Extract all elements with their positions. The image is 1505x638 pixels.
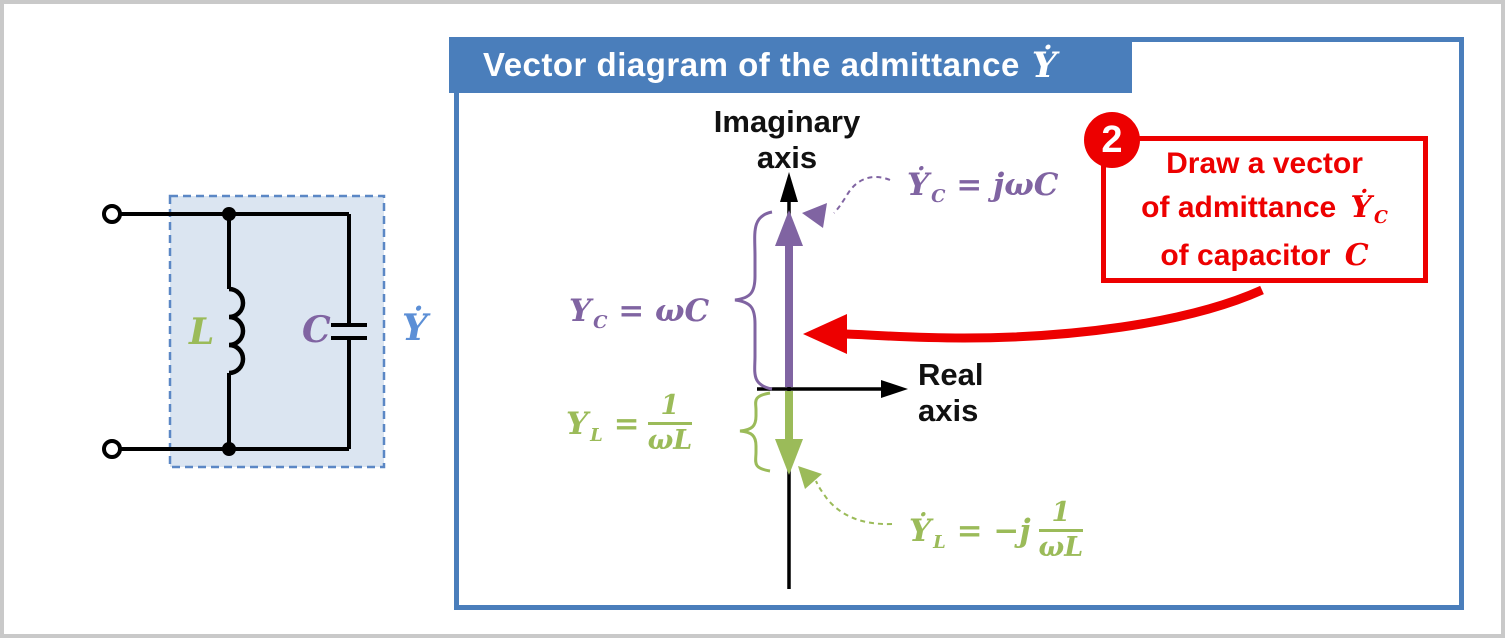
capacitor-label: C [302,309,331,351]
panel-title-bar: Vector diagram of the admittance Ẏ [449,37,1132,93]
terminal-top [102,204,122,224]
junction-node-top [222,207,236,221]
panel-title-math-symbol: Ẏ [1031,44,1058,86]
terminal-bottom [102,439,122,459]
callout-line-1: Draw a vector [1166,146,1363,180]
inductor-coil [228,286,246,376]
inductor-vector-fraction: 1 ωL [1038,497,1084,564]
inductor-label: L [189,311,215,353]
imaginary-axis-label: Imaginary axis [713,104,861,175]
lc-circuit-diagram [102,194,386,469]
panel-title: Vector diagram of the admittance [483,46,1020,83]
real-axis-label: Real axis [918,357,984,428]
circuit-admittance-label: Ẏ [402,307,428,349]
junction-node-bottom [222,442,236,456]
inductor-magnitude-fraction: 1 ωL [647,390,693,457]
capacitor-plates [331,323,367,340]
callout-line-3: of capacitor C [1160,237,1369,273]
step-number-badge: 2 [1084,112,1140,168]
